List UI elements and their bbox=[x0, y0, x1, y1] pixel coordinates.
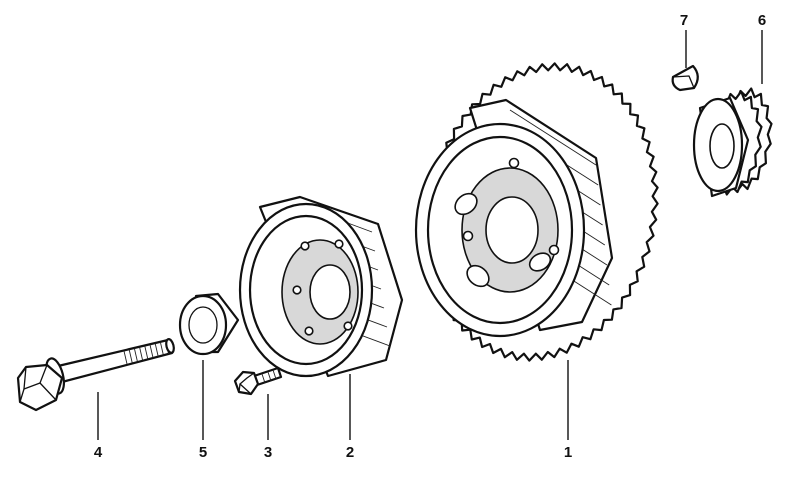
callout-7: 7 bbox=[680, 12, 688, 29]
part-6-sprocket bbox=[692, 87, 773, 198]
callout-5: 5 bbox=[199, 444, 207, 461]
part-3-hex-bolt bbox=[233, 366, 283, 396]
callout-4: 4 bbox=[94, 444, 103, 461]
callout-2: 2 bbox=[346, 444, 354, 461]
callout-6: 6 bbox=[758, 12, 766, 29]
part-5-spacer bbox=[178, 292, 240, 356]
part-7-woodruff-key bbox=[671, 64, 699, 92]
callout-3: 3 bbox=[264, 444, 272, 461]
part-2-belt-pulley bbox=[238, 195, 404, 378]
callout-1: 1 bbox=[564, 444, 572, 461]
callout-labels: 1 2 3 4 5 6 7 bbox=[94, 12, 766, 461]
part-1-vibration-damper bbox=[414, 62, 659, 362]
leader-lines bbox=[97, 30, 763, 440]
part-4-central-bolt bbox=[16, 338, 175, 412]
